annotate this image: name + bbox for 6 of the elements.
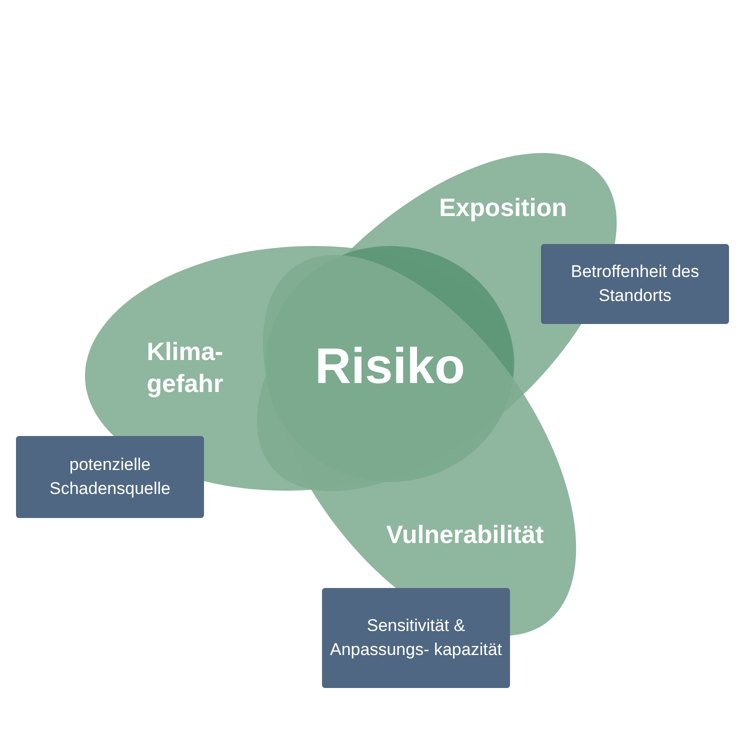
label-box: potenzielle Schadensquelle — [16, 436, 204, 518]
ellipse-label: Vulnerabilität — [385, 520, 545, 551]
label-box: Sensitivität & Anpassungs- kapazität — [322, 588, 510, 688]
ellipse-label: Klima- gefahr — [146, 336, 224, 400]
label-box: Betroffenheit des Standorts — [541, 244, 729, 324]
ellipse-label: Exposition — [438, 192, 568, 224]
